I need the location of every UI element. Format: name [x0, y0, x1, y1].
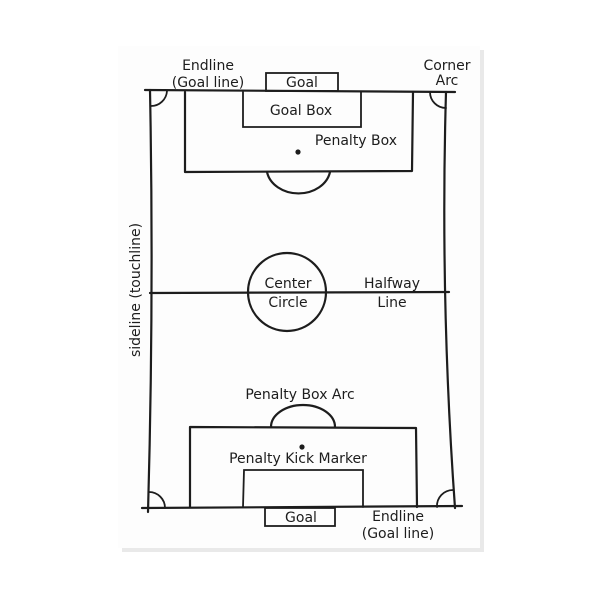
halfway-line	[148, 290, 451, 295]
label-halfway-line-line1: Halfway	[364, 276, 420, 292]
label-penalty-kick-marker: Penalty Kick Marker	[229, 451, 367, 467]
label-corner-arc-line1: Corner	[423, 58, 470, 74]
label-endline-bottom-line2: (Goal line)	[362, 526, 435, 542]
bottom-penalty-spot	[299, 444, 305, 450]
poster-sheet	[118, 46, 480, 548]
right-sideline	[443, 90, 457, 510]
bottom-goal	[264, 507, 336, 527]
label-goal-box: Goal Box	[270, 103, 332, 119]
label-goal-top: Goal	[286, 75, 318, 91]
label-corner-arc-line2: Arc	[436, 73, 459, 89]
bottom-penalty-arc	[269, 403, 337, 429]
corner-arc-top-left	[150, 90, 168, 107]
top-penalty-spot	[295, 149, 301, 155]
top-penalty-box	[183, 90, 415, 174]
top-goal-box	[242, 91, 362, 128]
corner-arc-bottom-right	[436, 489, 454, 508]
label-goal-bottom: Goal	[285, 510, 317, 526]
label-halfway-line-line2: Line	[377, 295, 406, 311]
center-circle	[246, 251, 328, 333]
label-endline-bottom-line1: Endline	[372, 509, 424, 525]
label-endline-top-line2: (Goal line)	[172, 75, 245, 91]
label-penalty-box-arc: Penalty Box Arc	[245, 387, 354, 403]
label-center-circle-line2: Circle	[268, 295, 307, 311]
top-goal	[265, 72, 339, 92]
top-penalty-arc	[265, 170, 332, 195]
label-sideline: sideline (touchline)	[128, 223, 144, 357]
bottom-endline	[140, 504, 464, 510]
bottom-penalty-box	[188, 425, 419, 509]
label-center-circle-line1: Center	[264, 276, 311, 292]
corner-arc-bottom-left	[148, 491, 166, 509]
left-sideline	[146, 88, 153, 514]
label-penalty-box: Penalty Box	[315, 133, 397, 149]
label-endline-top-line1: Endline	[182, 58, 234, 74]
corner-arc-top-right	[429, 91, 447, 109]
bottom-goal-box	[242, 469, 364, 508]
